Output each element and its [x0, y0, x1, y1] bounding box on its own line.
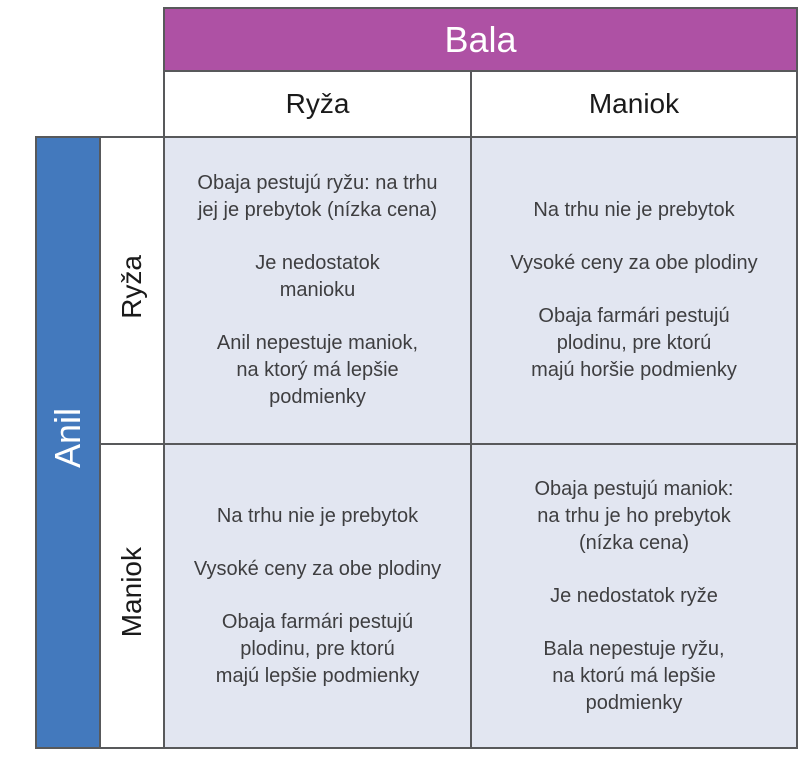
cell-paragraph: Na trhu nie je prebytok [216, 504, 419, 527]
cell-paragraph: Je nedostatok manioku [255, 252, 380, 301]
column-option-ryza: Ryža [163, 70, 472, 138]
row-option-maniok: Maniok [99, 443, 165, 749]
cell-paragraph: Vysoké ceny za obe plodiny [510, 252, 758, 274]
column-player-header: Bala [163, 7, 798, 72]
row-maniok: Maniok Na trhu nie je prebytok Vysoké ce… [36, 443, 798, 749]
row-option-label: Maniok [116, 547, 147, 638]
row-player-header: Anil [35, 136, 101, 749]
column-player-row: Bala [36, 7, 798, 72]
cell-maniok-ryza: Na trhu nie je prebytok Vysoké ceny za o… [163, 443, 472, 749]
cell-paragraph: Obaja pestujú maniok: na trhu je ho preb… [534, 477, 734, 554]
cell-paragraph: Vysoké ceny za obe plodiny [193, 557, 442, 580]
column-option-label: Maniok [588, 88, 680, 119]
column-options-row: Ryža Maniok [36, 70, 798, 138]
cell-paragraph: Obaja pestujú ryžu: na trhu jej je preby… [197, 172, 438, 221]
column-option-maniok: Maniok [470, 70, 798, 138]
cell-ryza-maniok: Na trhu nie je prebytok Vysoké ceny za o… [470, 136, 798, 445]
column-player-name: Bala [444, 18, 517, 60]
cell-maniok-maniok: Obaja pestujú maniok: na trhu je ho preb… [470, 443, 798, 749]
payoff-matrix: Bala Ryža Maniok Anil Ryža Obaja pestujú… [35, 7, 798, 749]
row-option-ryza: Ryža [99, 136, 165, 445]
cell-ryza-ryza: Obaja pestujú ryžu: na trhu jej je preby… [163, 136, 472, 445]
cell-paragraph: Obaja farmári pestujú plodinu, pre ktorú… [531, 305, 737, 381]
cell-paragraph: Anil nepestuje maniok, na ktorý má lepši… [216, 332, 419, 408]
cell-paragraph: Na trhu nie je prebytok [533, 199, 735, 221]
cell-paragraph: Je nedostatok ryže [550, 584, 718, 607]
top-left-spacer [36, 8, 164, 71]
row-option-label: Ryža [116, 255, 147, 319]
cell-paragraph: Obaja farmári pestujú plodinu, pre ktorú… [215, 610, 420, 687]
row-player-name: Anil [47, 407, 88, 469]
spacer [36, 71, 164, 137]
cell-paragraph: Bala nepestuje ryžu, na ktorú má lepšie … [543, 637, 725, 714]
row-ryza: Anil Ryža Obaja pestujú ryžu: na trhu je… [35, 136, 798, 749]
column-option-label: Ryža [285, 88, 350, 119]
